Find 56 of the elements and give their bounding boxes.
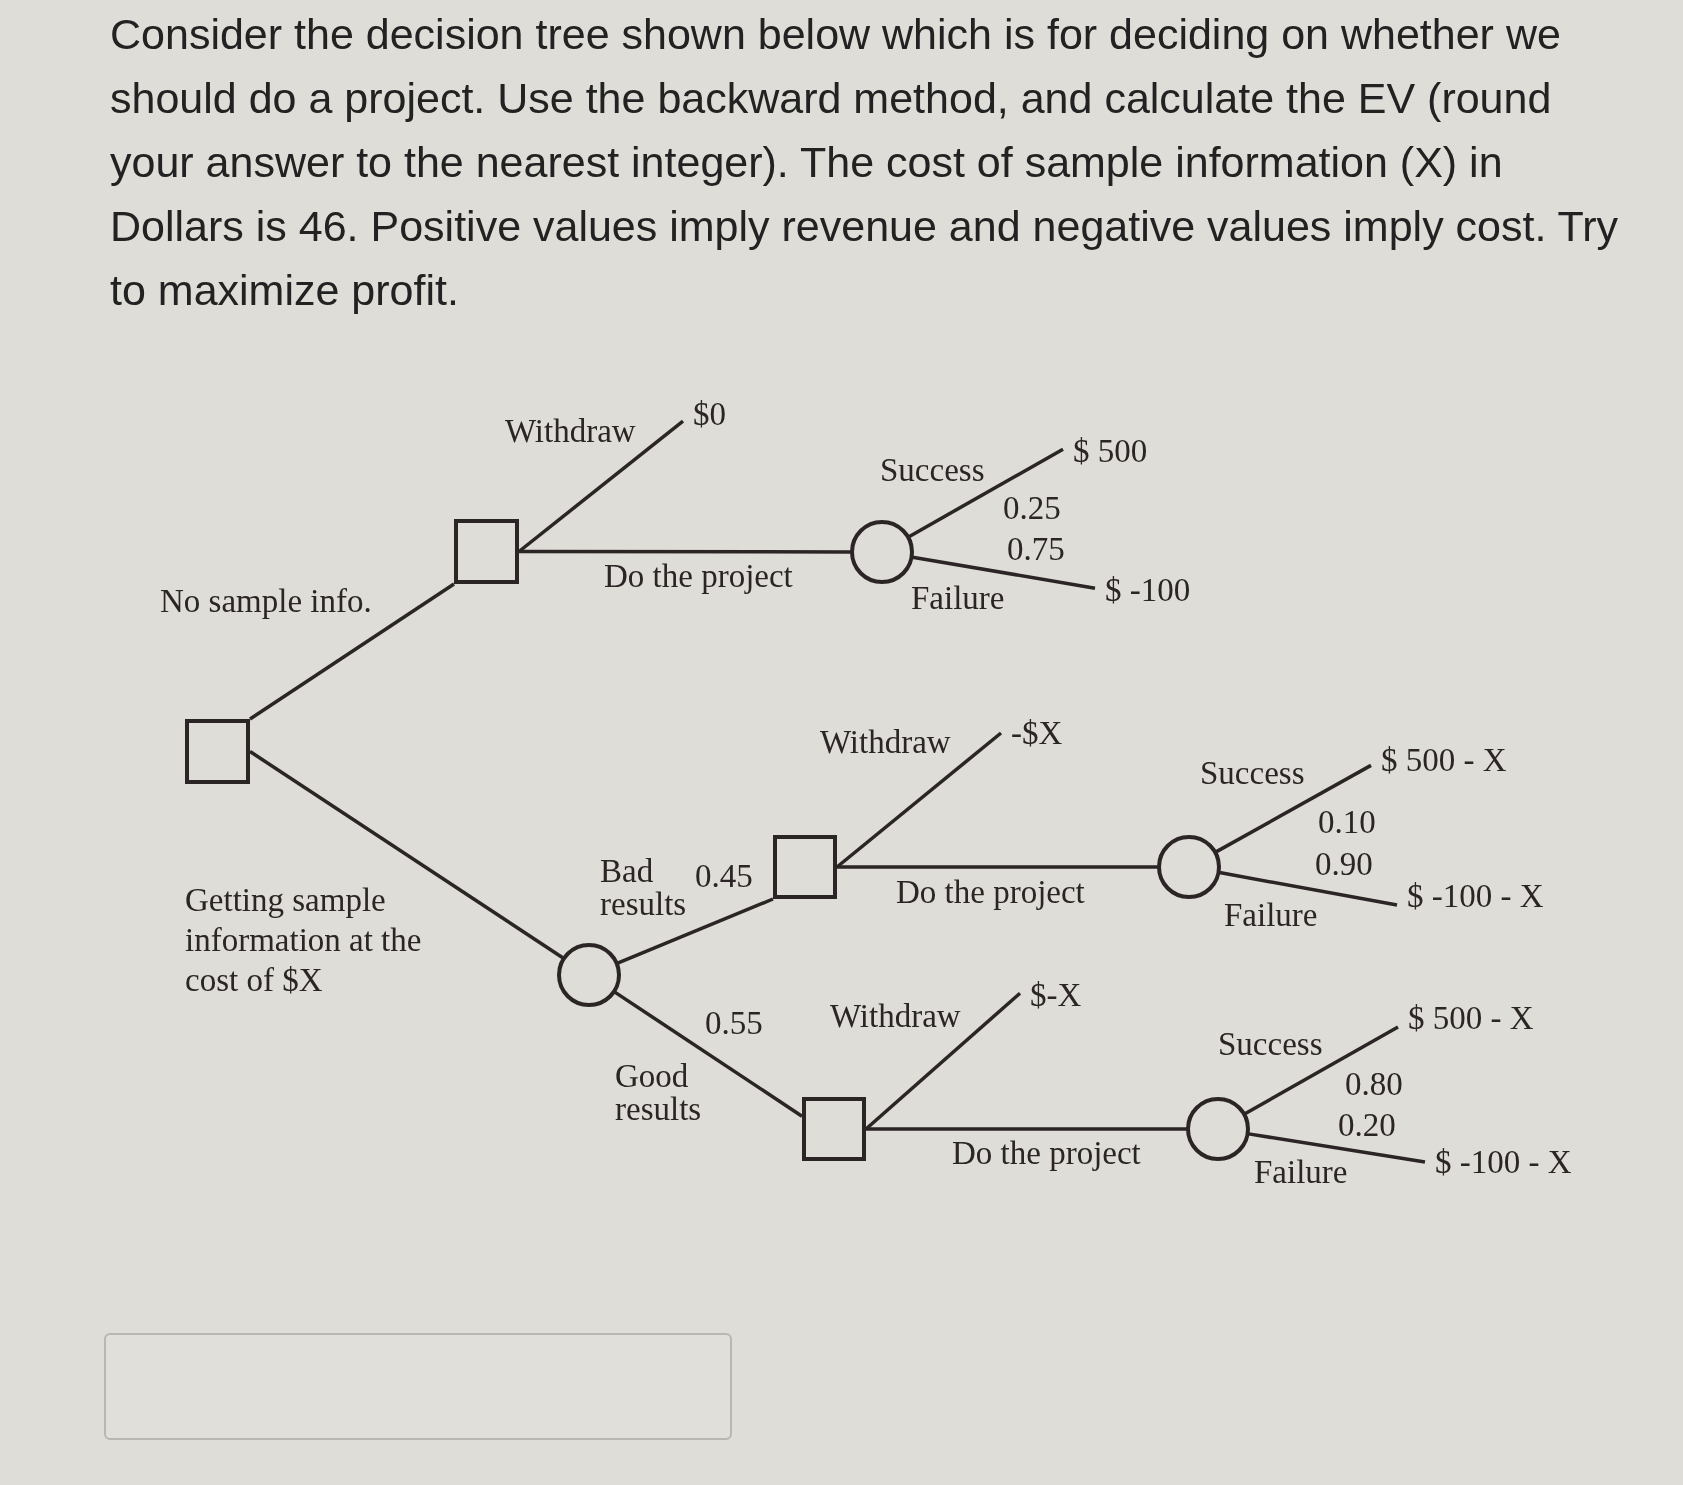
branch-label: No sample info.	[160, 583, 372, 619]
payoff-value: $ 500	[1063, 433, 1150, 469]
tree-branch	[249, 582, 455, 721]
payoff-value: $0	[683, 396, 728, 432]
branch-label: Withdraw	[830, 998, 961, 1034]
payoff-value: $ -100 - X	[1425, 1144, 1574, 1180]
decision-node	[773, 835, 837, 899]
branch-label: Bad results	[600, 855, 688, 921]
tree-branch	[908, 447, 1064, 539]
branch-label: Failure	[1254, 1154, 1348, 1190]
branch-label: Success	[880, 452, 985, 488]
branch-label: Failure	[1224, 897, 1318, 933]
branch-label: Success	[1218, 1026, 1323, 1062]
probability-label: 0.55	[705, 1005, 763, 1041]
probability-label: 0.10	[1318, 804, 1376, 840]
payoff-value: $ -100 - X	[1397, 878, 1546, 914]
probability-label: 0.20	[1338, 1107, 1396, 1143]
chance-node	[1186, 1097, 1250, 1161]
payoff-value: $ 500 - X	[1371, 742, 1509, 778]
probability-label: 0.45	[695, 858, 753, 894]
branch-label: Do the project	[952, 1135, 1141, 1171]
tree-branch	[866, 1127, 1187, 1131]
branch-label: Failure	[911, 580, 1005, 616]
chance-node	[1157, 835, 1221, 899]
probability-label: 0.90	[1315, 846, 1373, 882]
branch-label: Withdraw	[505, 413, 636, 449]
probability-label: 0.25	[1003, 490, 1061, 526]
tree-branch	[249, 750, 565, 960]
decision-node	[802, 1097, 866, 1161]
probability-label: 0.75	[1007, 531, 1065, 567]
tree-branch	[912, 555, 1096, 590]
branch-label: Do the project	[896, 874, 1085, 910]
tree-branch	[517, 419, 685, 553]
chance-node	[850, 520, 914, 584]
tree-branch	[837, 865, 1158, 869]
question-text: Consider the decision tree shown below which is for deciding on whether we should do a project. Use the backward method, and calculate the EV (round your answer to the nearest integer). The cost of sample information (X) in Dollars is 46. Positive values imply revenue and negative values imply cost. Try to maximize profit.	[110, 9, 1620, 316]
payoff-value: $ 500 - X	[1398, 1000, 1536, 1036]
tree-branch	[617, 897, 774, 965]
tree-branch	[1215, 763, 1372, 854]
tree-branch	[613, 990, 803, 1118]
payoff-value: $ -100	[1095, 572, 1193, 608]
tree-branch	[1248, 1132, 1426, 1164]
probability-label: 0.80	[1345, 1066, 1403, 1102]
payoff-value: -$X	[1001, 715, 1065, 751]
decision-node	[185, 719, 250, 784]
tree-branch	[1219, 870, 1398, 907]
branch-label: Do the project	[604, 558, 793, 594]
decision-node	[454, 519, 519, 584]
branch-label: Withdraw	[820, 724, 951, 760]
chance-node	[557, 943, 621, 1007]
branch-label: Success	[1200, 755, 1305, 791]
branch-label: Getting sample information at the cost of $X	[185, 881, 423, 1000]
branch-label: Good results	[615, 1060, 703, 1126]
payoff-value: $-X	[1020, 977, 1084, 1013]
tree-branch	[519, 549, 851, 554]
tree-branch	[1244, 1025, 1399, 1116]
